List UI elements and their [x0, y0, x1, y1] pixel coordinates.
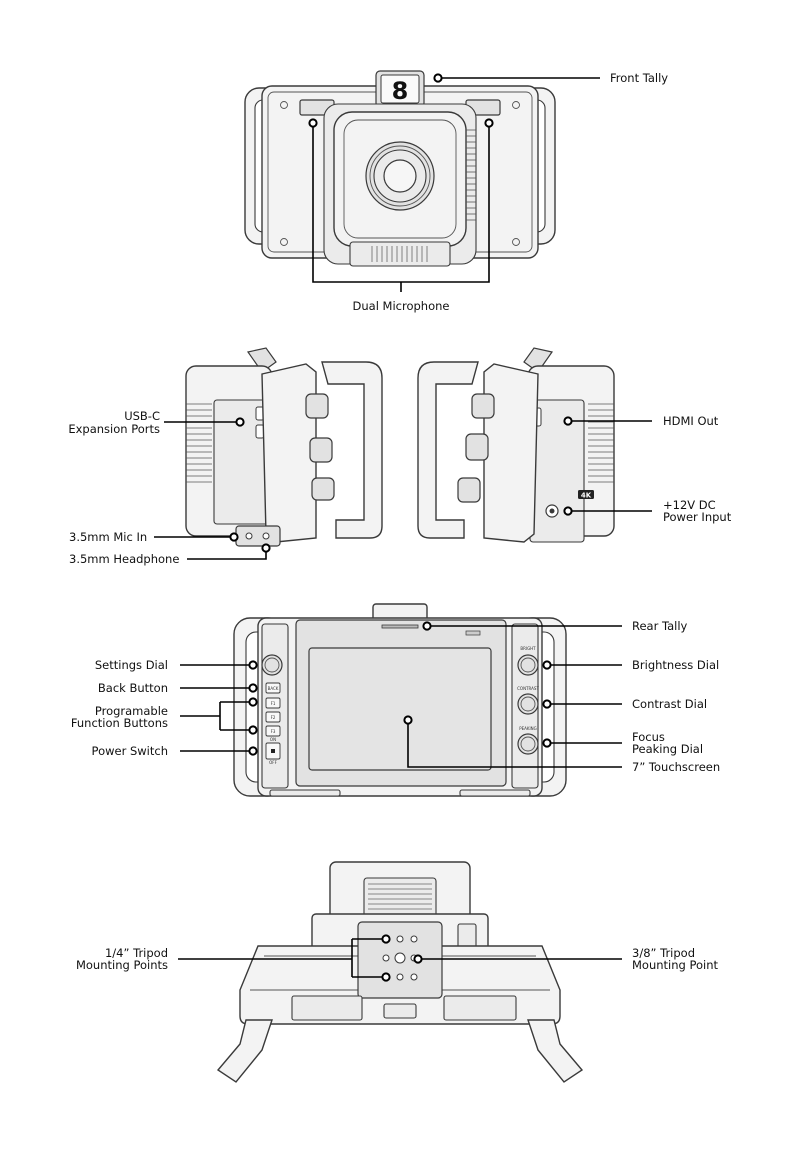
rear-label-peaking: PEAKING [519, 726, 537, 731]
label-usbc-1: USB-C [124, 409, 160, 423]
label-func-1: Programable [95, 704, 168, 718]
rear-label-bright: BRIGHT [520, 646, 536, 651]
label-power-in-2: Power Input [663, 510, 732, 524]
rear-btn-f3: F3 [271, 729, 276, 734]
rear-btn-f2: F2 [271, 715, 276, 720]
label-power-in-1: +12V DC [663, 498, 716, 512]
label-hdmi-out: HDMI Out [663, 414, 719, 428]
rear-label-contrast: CONTRAST [517, 686, 539, 691]
label-tripod-38-1: 3/8” Tripod [632, 946, 695, 960]
label-touchscreen: 7” Touchscreen [632, 760, 720, 774]
rear-label-off: OFF [269, 760, 277, 765]
label-focus-1: Focus [632, 730, 665, 744]
label-rear-tally: Rear Tally [632, 619, 688, 633]
label-back-button: Back Button [98, 681, 168, 695]
label-dual-microphone: Dual Microphone [353, 299, 450, 313]
tally-number: 8 [392, 77, 409, 105]
label-headphone: 3.5mm Headphone [69, 552, 179, 566]
badge-4k: 4K [581, 492, 592, 500]
label-front-tally: Front Tally [610, 71, 668, 85]
rear-btn-back: BACK [268, 686, 279, 691]
rear-label-on: ON [270, 737, 276, 742]
bottom-view: 1/4” Tripod Mounting Points 3/8” Tripod … [76, 861, 719, 1083]
left-side-view: USB-C Expansion Ports 3.5mm Mic In 3.5mm… [68, 347, 383, 566]
label-tripod-14-1: 1/4” Tripod [105, 946, 168, 960]
right-side-view: 4K HDMI Out +12V DC Power Input [417, 347, 732, 543]
label-tripod-14-2: Mounting Points [76, 958, 168, 972]
front-view: 8 [244, 70, 668, 313]
label-contrast-dial: Contrast Dial [632, 697, 707, 711]
label-power-switch: Power Switch [92, 744, 168, 758]
label-mic-in: 3.5mm Mic In [69, 530, 147, 544]
label-usbc-2: Expansion Ports [68, 422, 160, 436]
label-func-2: Function Buttons [71, 716, 168, 730]
label-focus-2: Peaking Dial [632, 742, 703, 756]
rear-btn-f1: F1 [271, 701, 276, 706]
rear-view: BACK F1 F2 F3 ON OFF BRIGHT CONTRAST PEA… [71, 603, 720, 797]
label-settings-dial: Settings Dial [95, 658, 168, 672]
label-tripod-38-2: Mounting Point [632, 958, 719, 972]
label-brightness-dial: Brightness Dial [632, 658, 719, 672]
